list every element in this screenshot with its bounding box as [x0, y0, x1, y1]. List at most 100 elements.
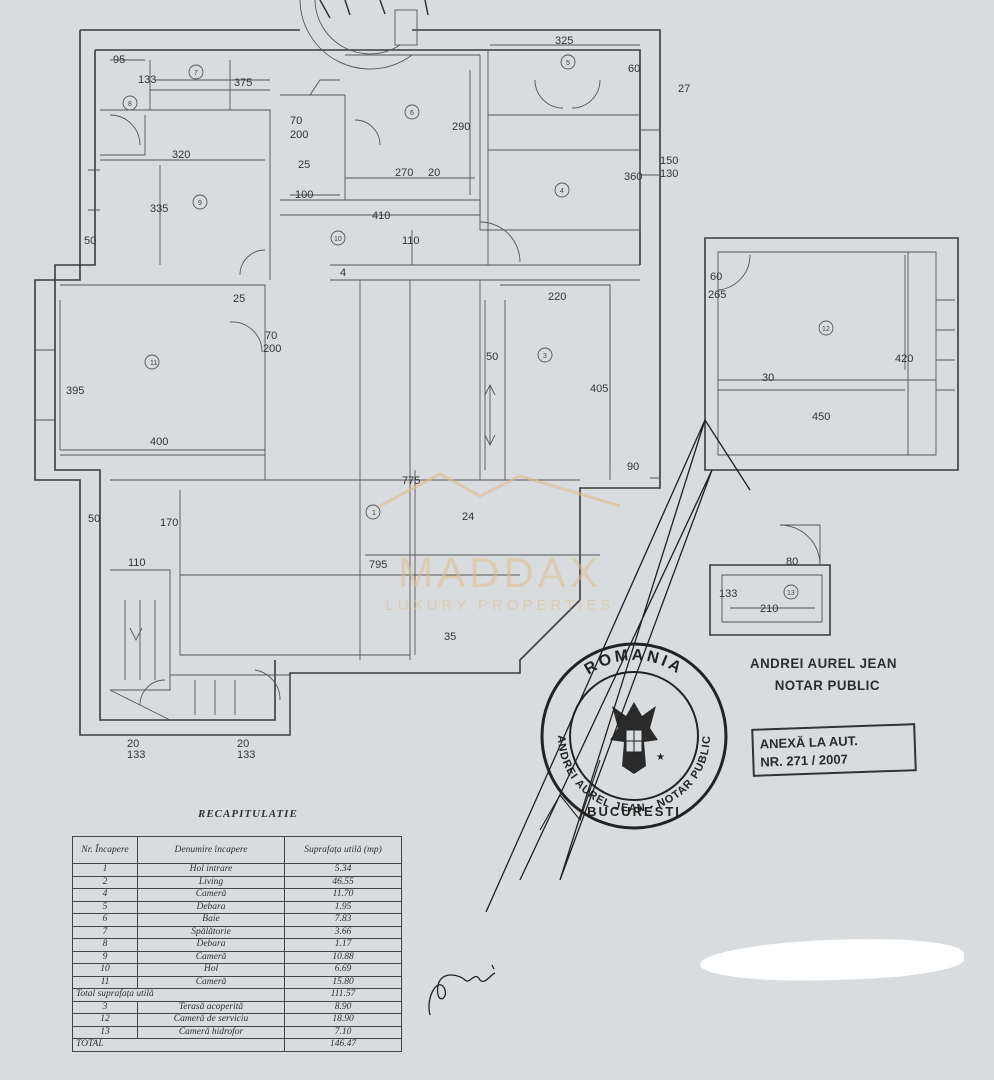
cell-area: 1.95: [284, 900, 402, 914]
dim-label: 100: [295, 189, 313, 201]
dim-label: 60: [710, 271, 722, 283]
total-label: TOTAL: [72, 1038, 285, 1052]
cell-name: Baie: [137, 913, 285, 927]
dim-label: 133: [719, 588, 737, 600]
notary-name: ANDREI AUREL JEAN: [750, 655, 898, 671]
dim-label: 210: [760, 603, 778, 615]
cell-area: 5.34: [284, 863, 402, 877]
room-number: 8: [128, 101, 132, 108]
cell-nr: 12: [72, 1013, 138, 1027]
watermark-tagline: LUXURY PROPERTIES: [385, 597, 615, 614]
dim-label: 265: [708, 289, 726, 301]
cell-area: 7.83: [284, 913, 402, 927]
dim-label: 220: [548, 291, 566, 303]
cell-name: Cameră hidrofor: [137, 1025, 285, 1039]
dim-label: 775: [402, 475, 420, 487]
cell-nr: 1: [72, 863, 138, 877]
dim-label: 375: [234, 77, 252, 89]
cell-nr: 8: [72, 938, 138, 952]
cell-nr: 5: [72, 900, 138, 914]
dim-label: 170: [160, 517, 178, 529]
dim-label: 400: [150, 436, 168, 448]
dim-label: 395: [66, 385, 84, 397]
header-name: Denumire încapere: [137, 836, 285, 864]
cell-name: Cameră: [137, 950, 285, 964]
cell-name: Debara: [137, 900, 285, 914]
cell-area: 10.88: [284, 950, 402, 964]
cell-name: Spălătorie: [137, 925, 285, 939]
total-util-value: 111.57: [284, 988, 402, 1002]
dim-label: 200: [290, 129, 308, 141]
handwritten-signature: [428, 964, 496, 1016]
dim-label: 450: [812, 411, 830, 423]
dim-label: 110: [128, 557, 146, 569]
dim-label: 110: [402, 235, 420, 247]
plan-walls: [34, 0, 959, 736]
dim-label: 25: [233, 293, 245, 305]
cell-nr: 10: [72, 963, 138, 977]
cell-name: Living: [137, 875, 285, 889]
brand-watermark: MADDAX LUXURY PROPERTIES: [360, 468, 640, 614]
room-number: 10: [334, 236, 342, 243]
dim-label: 133: [138, 74, 156, 86]
cell-name: Hol intrare: [137, 863, 285, 877]
dim-label: 25: [298, 159, 310, 171]
table-header-row: Nr. Încapere Denumire încapere Suprafața…: [72, 836, 402, 864]
dim-label: 50: [88, 513, 100, 525]
dim-label: 410: [372, 210, 390, 222]
cell-name: Cameră: [137, 975, 285, 989]
room-number: 1: [372, 510, 376, 517]
cell-nr: 9: [72, 950, 138, 964]
cell-nr: 4: [72, 888, 138, 902]
cell-area: 3.66: [284, 925, 402, 939]
dim-label: 70: [290, 115, 302, 127]
notary-block: ANDREI AUREL JEAN NOTAR PUBLIC: [750, 652, 950, 696]
cell-name: Cameră de serviciu: [137, 1013, 285, 1027]
room-number: 12: [822, 326, 830, 333]
dim-label: 24: [462, 511, 474, 523]
notary-title: NOTAR PUBLIC: [774, 677, 880, 693]
room-number: 7: [194, 70, 198, 77]
cell-area: 15.80: [284, 975, 402, 989]
svg-text:★: ★: [656, 752, 665, 763]
dim-label: 80: [786, 556, 798, 568]
room-number-labels: 1 11 3 4 5 6 7 8 9 10 12 13: [128, 60, 830, 597]
recap-title: RECAPITULATIE: [198, 808, 298, 820]
total-value: 146.47: [284, 1038, 402, 1052]
cell-name: Cameră: [137, 888, 285, 902]
cell-nr: 11: [72, 975, 138, 989]
dim-label: 133: [127, 749, 145, 761]
room-number: 6: [410, 110, 414, 117]
dim-label: 130: [660, 168, 678, 180]
annex-line-2: NR. 271 / 2007: [760, 751, 849, 770]
total-util-label: Total suprafața utilă: [72, 988, 285, 1002]
notary-seal: ROMANIA ANDREI AUREL JEAN - NOTAR PUBLIC…: [540, 642, 728, 830]
watermark-brand: MADDAX: [398, 549, 602, 596]
cell-area: 7.10: [284, 1025, 402, 1039]
dim-label: 70: [265, 330, 277, 342]
dim-label: 35: [444, 631, 456, 643]
dim-label: 30: [762, 372, 774, 384]
room-number: 3: [543, 353, 547, 360]
cell-area: 6.69: [284, 963, 402, 977]
room-number: 5: [566, 60, 570, 67]
cell-area: 8.90: [284, 1000, 402, 1014]
cell-name: Debara: [137, 938, 285, 952]
room-number: 11: [150, 360, 157, 367]
dim-label: 200: [263, 343, 281, 355]
cell-area: 1.17: [284, 938, 402, 952]
dim-label: 270: [395, 167, 413, 179]
dim-label: 795: [369, 559, 387, 571]
